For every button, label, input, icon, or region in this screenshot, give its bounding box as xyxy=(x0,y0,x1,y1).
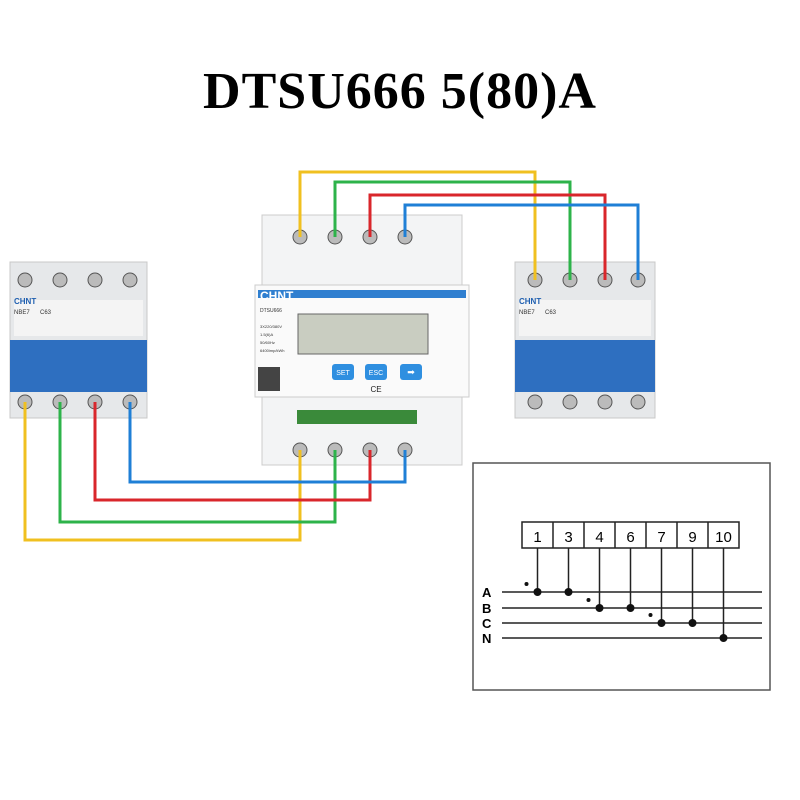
arrow-button[interactable] xyxy=(400,364,422,380)
terminal-number: 3 xyxy=(564,529,572,546)
qr-code xyxy=(258,367,280,391)
meter-model: DTSU666 xyxy=(260,308,282,314)
connection-dot xyxy=(595,604,604,612)
polarity-mark xyxy=(648,613,653,617)
esc-button[interactable] xyxy=(365,364,387,380)
terminal-number: 9 xyxy=(688,529,696,546)
breaker-rating: C63 xyxy=(545,310,557,316)
terminal-number: 4 xyxy=(595,529,603,546)
connection-dot xyxy=(719,634,728,642)
meter-brand: CHNT xyxy=(260,289,294,303)
esc-label: ESC xyxy=(369,370,383,377)
wires xyxy=(23,170,640,542)
terminal-number: 1 xyxy=(533,529,541,546)
polarity-mark xyxy=(586,598,591,602)
meter-spec: 1.5(6)A xyxy=(260,332,273,337)
set-label: SET xyxy=(336,370,350,377)
breaker-brand: CHNT xyxy=(519,297,541,306)
phase-label: C xyxy=(482,616,492,631)
right-breaker: CHNT NBE7 C63 xyxy=(514,261,656,419)
phase-label: B xyxy=(482,601,491,616)
breaker-rating: C63 xyxy=(40,310,52,316)
breaker-brand: CHNT xyxy=(14,297,36,306)
terminal-number: 7 xyxy=(657,529,665,546)
energy-meter: CHNT DTSU666 3X220/380V 1.5(6)A 50/60Hz … xyxy=(254,214,470,466)
meter-spec: 6400imp/kWh xyxy=(260,348,284,353)
meter-spec: 3X220/380V xyxy=(260,324,282,329)
ce-mark: CE xyxy=(370,385,381,394)
connection-dot xyxy=(564,588,573,596)
lcd-display xyxy=(297,313,429,355)
connection-dot xyxy=(657,619,666,627)
meter-spec: 50/60Hz xyxy=(260,340,275,345)
connection-dot xyxy=(533,588,542,596)
connection-dot xyxy=(688,619,697,627)
connection-dot xyxy=(626,604,635,612)
terminal-number: 6 xyxy=(626,529,634,546)
title: DTSU666 5(80)A xyxy=(203,63,597,120)
terminal-number: 10 xyxy=(715,529,732,546)
phase-label: A xyxy=(482,585,492,600)
arrow-right-icon: ➡ xyxy=(407,367,415,377)
left-breaker: CHNT NBE7 C63 xyxy=(9,261,148,419)
breaker-model: NBE7 xyxy=(14,310,30,316)
set-button[interactable] xyxy=(332,364,354,380)
phase-label: N xyxy=(482,631,491,646)
breaker-model: NBE7 xyxy=(519,310,535,316)
polarity-mark xyxy=(524,582,529,586)
